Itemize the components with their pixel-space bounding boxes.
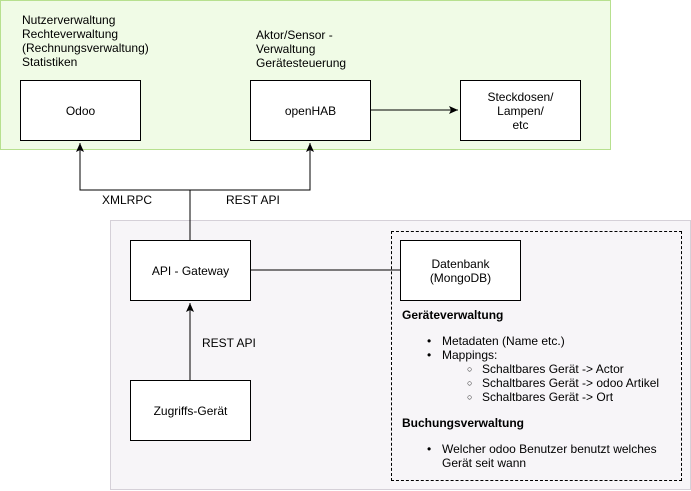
list-item-text: Metadaten (Name etc.) — [442, 334, 565, 348]
odoo-node[interactable]: Odoo — [20, 80, 141, 141]
note-line: Nutzerverwaltung — [22, 13, 116, 27]
buchungsverwaltung-title: Buchungsverwaltung — [402, 416, 525, 430]
rest-api-top-label: REST API — [226, 193, 280, 207]
list-item-text: Welcher odoo Benutzer benutzt welches — [442, 442, 657, 456]
note-line: Verwaltung — [256, 42, 316, 56]
xmlrpc-edge — [76, 143, 190, 191]
list-item-text: Mappings: — [442, 348, 498, 362]
label-line: etc — [512, 117, 529, 132]
devices-node[interactable]: Steckdosen/ Lampen/ etc — [460, 80, 581, 141]
list-item: Metadaten (Name etc.) — [402, 334, 659, 348]
note-line: Statistiken — [22, 55, 78, 69]
openhab-node[interactable]: openHAB — [250, 80, 371, 141]
label-line: Lampen/ — [497, 103, 544, 118]
note-line: Gerätesteuerung — [256, 56, 347, 70]
buchungsverwaltung-list: Welcher odoo Benutzer benutzt welches Ge… — [402, 442, 657, 470]
mapping-text: Schaltbares Gerät -> odoo Artikel — [482, 376, 660, 390]
mapping-item: Schaltbares Gerät -> odoo Artikel — [442, 376, 659, 390]
note-line: (Rechnungsverwaltung) — [22, 41, 149, 55]
api-gateway-node[interactable]: API - Gateway — [130, 240, 251, 301]
label-line: Steckdosen/ — [487, 89, 554, 104]
database-schema-container — [391, 231, 682, 481]
aktor-note: Aktor/Sensor - Verwaltung Gerätesteuerun… — [256, 28, 346, 70]
list-item: Welcher odoo Benutzer benutzt welches Ge… — [402, 442, 657, 470]
rest-api-bottom-label: REST API — [202, 336, 256, 350]
note-line: Rechteverwaltung — [22, 27, 119, 41]
list-item: Mappings: Schaltbares Gerät -> Actor Sch… — [402, 348, 659, 404]
nutzer-note: Nutzerverwaltung Rechteverwaltung (Rechn… — [22, 13, 149, 69]
mapping-item: Schaltbares Gerät -> Actor — [442, 362, 659, 376]
geraeteverwaltung-list: Metadaten (Name etc.) Mappings: Schaltba… — [402, 334, 659, 404]
mapping-text: Schaltbares Gerät -> Actor — [482, 362, 624, 376]
access-device-node[interactable]: Zugriffs-Gerät — [130, 380, 251, 441]
rest-api-top-edge — [190, 143, 314, 191]
node-label: openHAB — [284, 103, 337, 118]
node-label: API - Gateway — [151, 263, 230, 278]
node-label: Steckdosen/ Lampen/ etc — [487, 90, 553, 132]
mapping-text: Schaltbares Gerät -> Ort — [482, 390, 614, 404]
geraeteverwaltung-title: Geräteverwaltung — [402, 308, 504, 322]
node-label: Datenbank (MongoDB) — [430, 257, 491, 285]
node-label: Zugriffs-Gerät — [153, 403, 228, 418]
node-label: Odoo — [65, 103, 96, 118]
mapping-item: Schaltbares Gerät -> Ort — [442, 390, 659, 404]
xmlrpc-label: XMLRPC — [102, 193, 153, 207]
note-line: Aktor/Sensor - — [256, 28, 333, 42]
database-node[interactable]: Datenbank (MongoDB) — [400, 240, 521, 301]
label-line: Datenbank — [431, 256, 490, 271]
label-line: (MongoDB) — [429, 270, 492, 285]
list-item-text: Gerät seit wann — [442, 456, 527, 470]
